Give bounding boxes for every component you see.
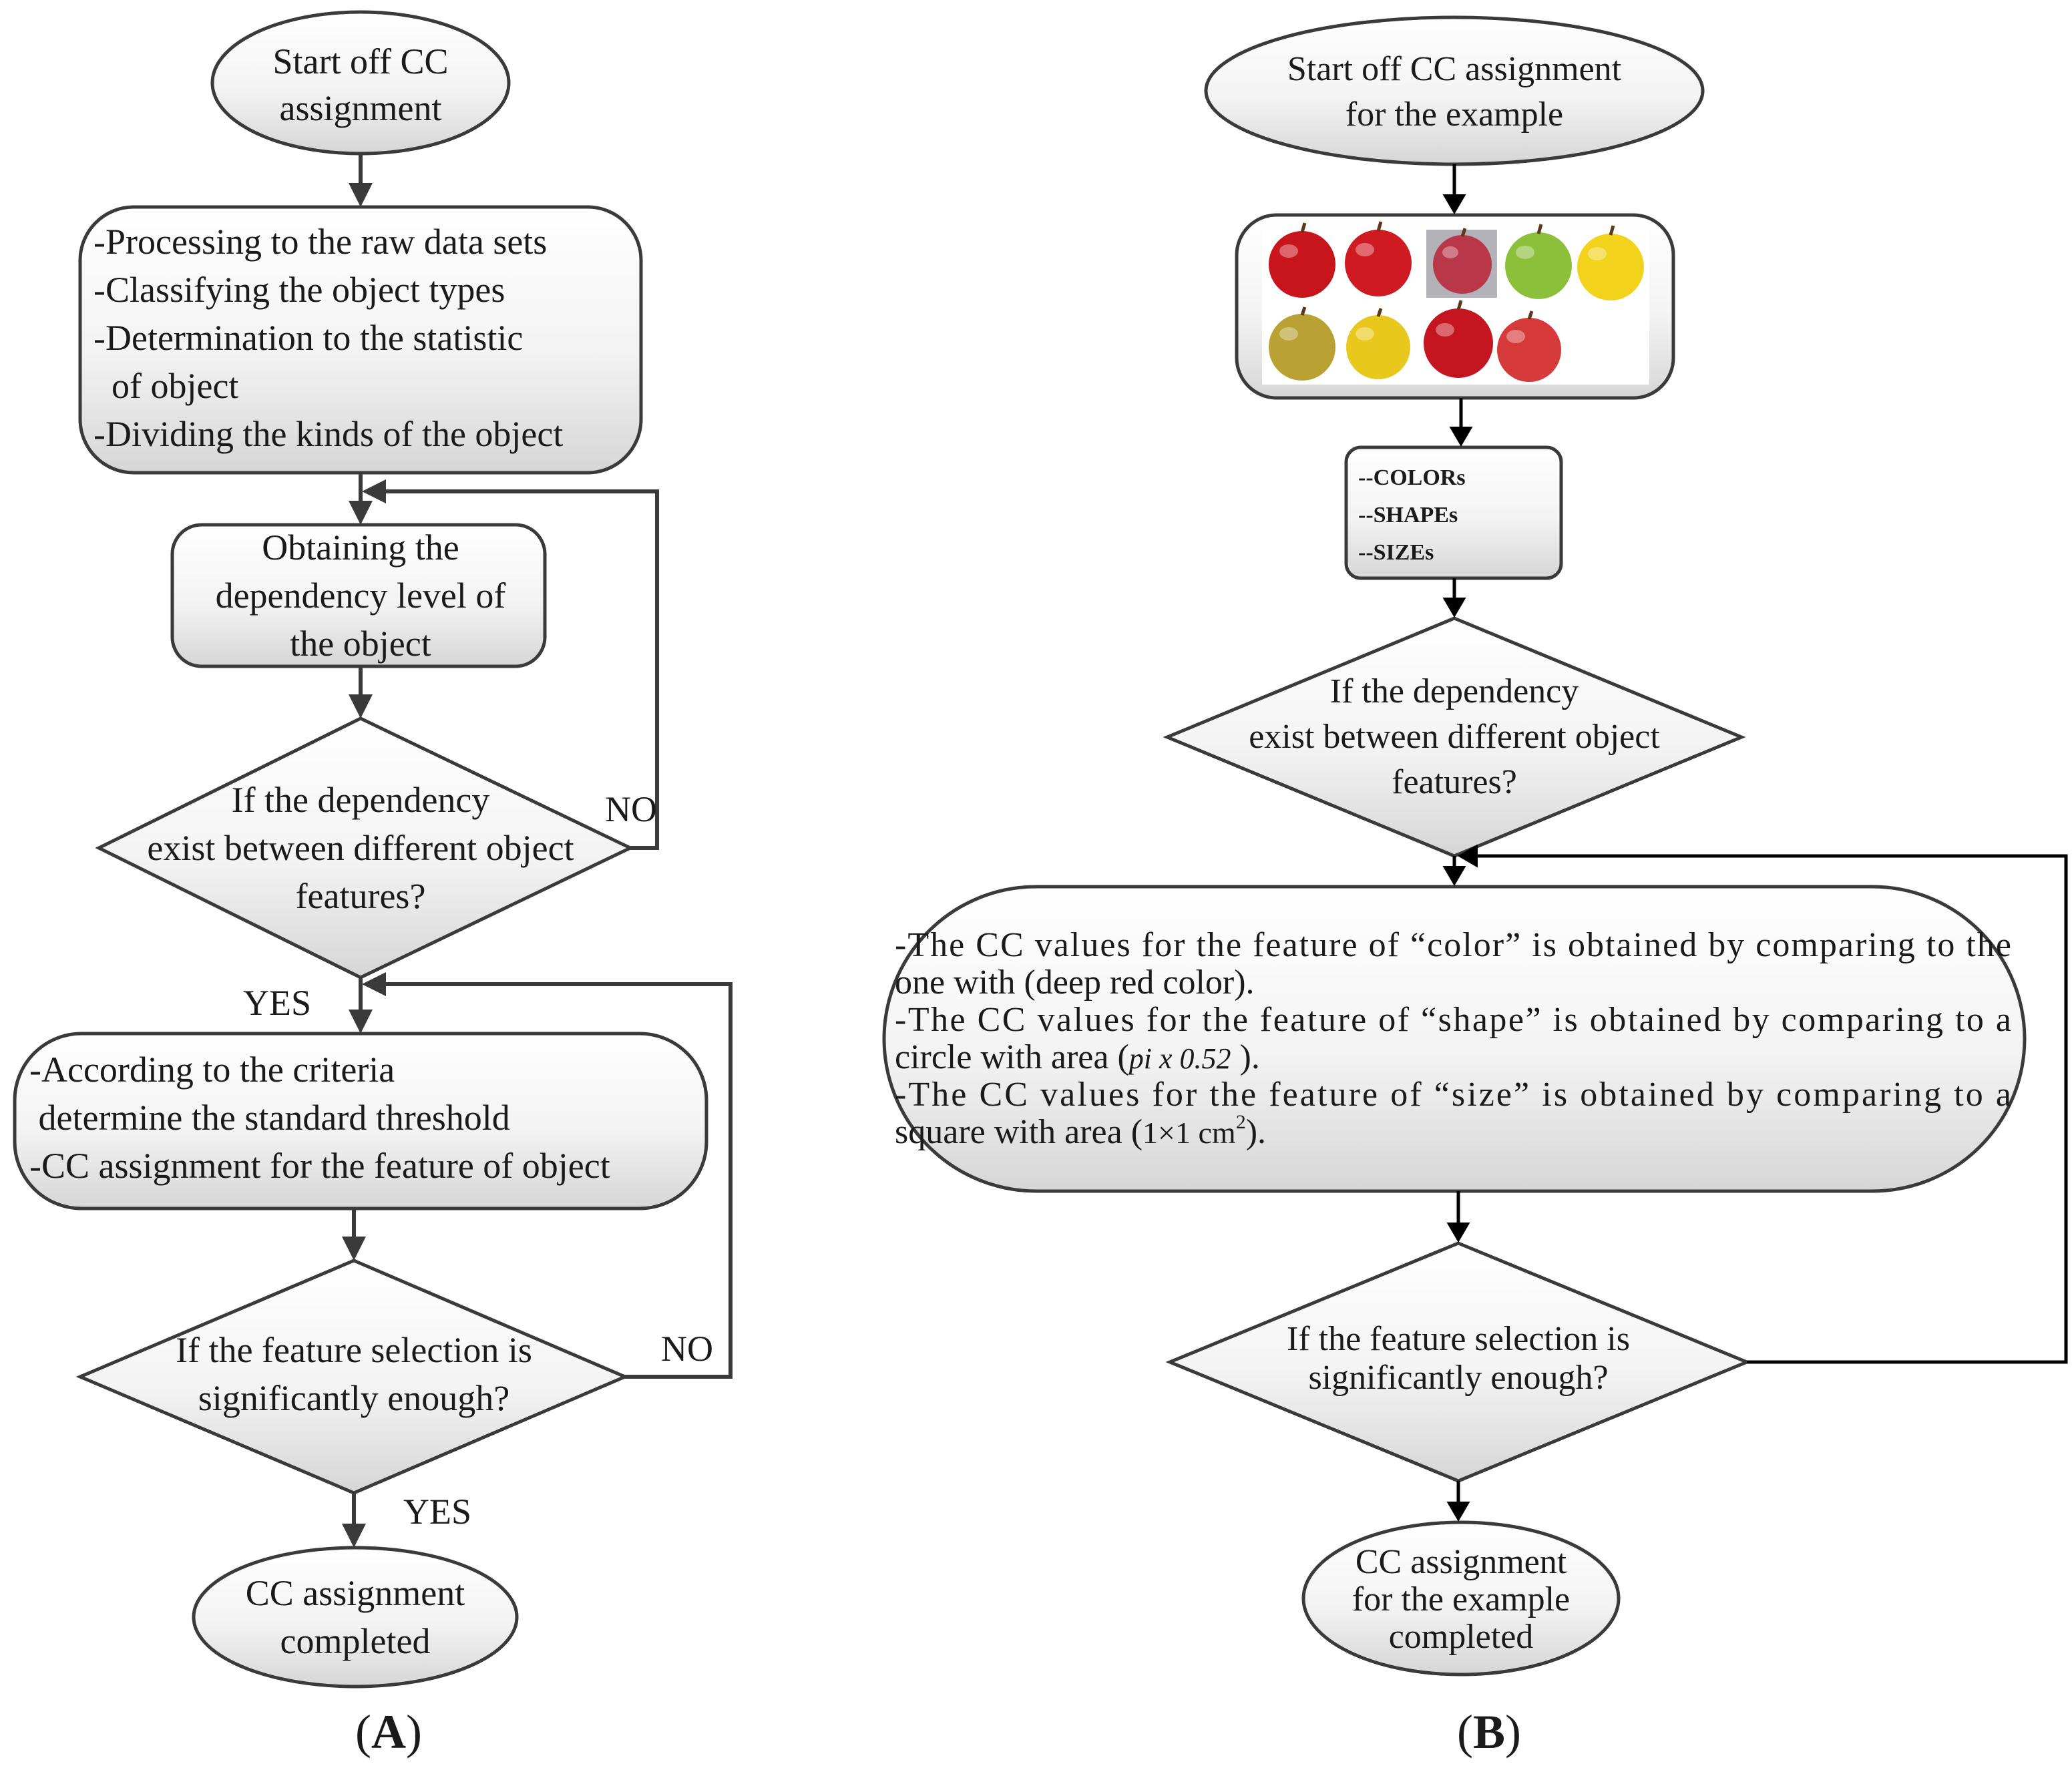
a-process2-line-1: Obtaining the	[262, 527, 459, 568]
b-process-line-1: -The CC values for the feature of “color…	[895, 926, 2011, 964]
a-process3-line-1: -According to the criteria	[29, 1050, 395, 1090]
b-decision1-line-2: exist between different object	[1249, 718, 1660, 756]
a-process2-line-3: the object	[290, 624, 431, 664]
a-decision1-no-label: NO	[605, 789, 657, 829]
a-process3-line-3: -CC assignment for the feature of object	[29, 1146, 610, 1186]
apple-4-icon	[1505, 232, 1572, 299]
b-start-label-1: Start off CC assignment	[1287, 50, 1622, 88]
a-process1-line-5: -Dividing the kinds of the object	[93, 414, 563, 454]
a-start-label-2: assignment	[280, 88, 442, 128]
b-decision1-line-1: If the dependency	[1330, 672, 1579, 710]
a-end-label-1: CC assignment	[246, 1573, 465, 1613]
apple-1-icon	[1269, 231, 1335, 298]
a-process3-box	[13, 1032, 708, 1210]
apple-5-icon	[1577, 234, 1644, 300]
b-feature-colors: --COLORs	[1358, 465, 1466, 490]
b-process-line-3: -The CC values for the feature of “shape…	[895, 1001, 2011, 1039]
b-process-line-4: circle with area (pi x 0.52 ).	[895, 1038, 1260, 1076]
b-end-label-3: completed	[1389, 1618, 1534, 1656]
apple-6-icon	[1269, 314, 1335, 381]
a-decision1-line-2: exist between different object	[147, 828, 574, 868]
panel-a: Start off CC assignment -Processing to t…	[13, 10, 733, 1759]
b-caption: (B)	[1457, 1705, 1521, 1759]
a-decision1-yes-label: YES	[243, 983, 311, 1023]
apple-3-icon	[1433, 235, 1492, 294]
apple-7-icon	[1346, 315, 1410, 379]
a-decision1-line-1: If the dependency	[232, 780, 490, 820]
b-feature-shapes: --SHAPEs	[1358, 503, 1458, 527]
a-end-label-2: completed	[280, 1621, 431, 1661]
b-feature-sizes: --SIZEs	[1358, 540, 1434, 565]
b-process-line-2: one with (deep red color).	[895, 963, 1255, 1002]
apple-9-icon	[1497, 318, 1561, 382]
a-decision2-diamond	[75, 1259, 630, 1495]
a-loop-no-1	[362, 479, 659, 850]
panel-b: Start off CC assignment for the example …	[882, 15, 2068, 1759]
a-decision1-line-3: features?	[296, 876, 426, 916]
a-loop-no-2	[362, 972, 733, 1379]
b-decision2-line-2: significantly enough?	[1308, 1359, 1608, 1397]
a-end-ellipse	[192, 1546, 519, 1689]
a-decision2-line-2: significantly enough?	[198, 1378, 509, 1418]
apple-2-icon	[1345, 230, 1412, 296]
b-end-ellipse	[1301, 1520, 1621, 1677]
apple-stems	[1300, 221, 1615, 320]
a-caption: (A)	[355, 1705, 422, 1759]
a-process3-line-2: determine the standard threshold	[29, 1098, 510, 1138]
b-process-line-6: square with area (1×1 cm2).	[895, 1111, 1266, 1151]
a-start-label-1: Start off CC	[272, 41, 448, 81]
a-process1-line-2: -Classifying the object types	[93, 270, 505, 310]
b-end-label-2: for the example	[1352, 1580, 1570, 1618]
a-process2-line-2: dependency level of	[216, 576, 506, 616]
b-loop-back	[1458, 844, 2068, 1364]
apple-8-icon	[1424, 308, 1493, 378]
b-apples-images	[1262, 221, 1649, 385]
b-process-line-5: -The CC values for the feature of “size”…	[895, 1076, 2011, 1114]
a-decision2-line-1: If the feature selection is	[176, 1330, 532, 1370]
a-process1-line-4: of object	[93, 366, 238, 406]
b-end-label-1: CC assignment	[1356, 1543, 1567, 1581]
a-decision2-no-label: NO	[661, 1329, 713, 1369]
b-start-label-2: for the example	[1345, 95, 1563, 134]
a-start-ellipse	[210, 10, 511, 156]
a-process1-line-1: -Processing to the raw data sets	[93, 222, 547, 262]
a-process1-line-3: -Determination to the statistic	[93, 318, 523, 358]
b-start-ellipse	[1204, 15, 1705, 166]
b-decision1-line-3: features?	[1392, 763, 1517, 801]
a-decision2-yes-label: YES	[403, 1492, 471, 1532]
apple-highlights	[1279, 243, 1607, 343]
b-decision2-line-1: If the feature selection is	[1287, 1320, 1630, 1358]
b-process-box	[882, 885, 2027, 1193]
